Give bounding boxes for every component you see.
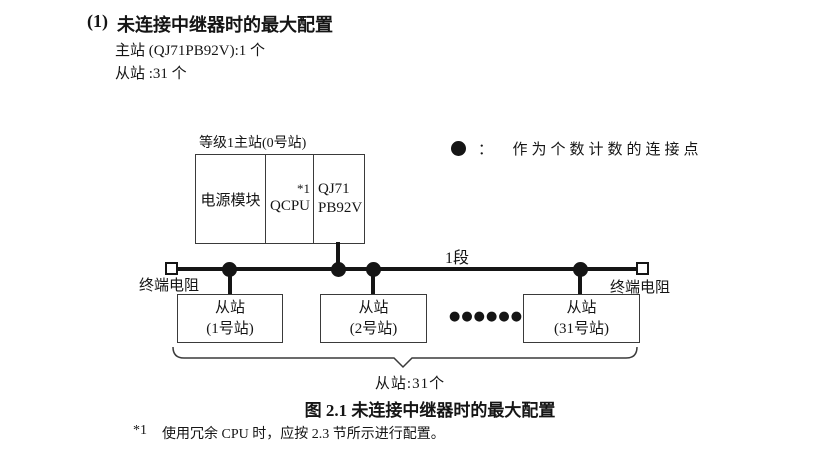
master-station-box: 电源模块 *1 QCPU QJ71 PB92V [195,154,365,244]
master-station-spec: 主站 (QJ71PB92V):1 个 [115,43,266,59]
terminating-resistor-right-label: 终端电阻 [610,280,671,296]
segment-label: 1段 [445,250,470,267]
slave-station-box: 从站 (2号站) [320,294,427,343]
footnote: *1 使用冗余 CPU 时，应按 2.3 节所示进行配置。 [133,423,445,443]
slave-count-label: 从站:31个 [374,376,446,392]
slave-station-spec: 从站 :31 个 [115,66,187,82]
qcpu-label: QCPU [270,198,311,214]
master-station-label: 等级1主站(0号站) [199,136,307,151]
section-heading: (1) 未连接中继器时的最大配置 [87,11,333,37]
slave-station-box: 从站 (1号站) [177,294,283,343]
footnote-ref-marker: *1 [297,181,310,196]
terminating-resistor-left-icon [165,262,178,275]
slave2-connector-line [371,269,375,294]
qj71pb92v-cell: QJ71 PB92V [318,181,363,216]
terminating-resistor-right-icon [636,262,649,275]
brace-shape [172,346,638,369]
legend-text: ： 作为个数计数的连接点 [478,142,703,158]
qcpu-cell: *1 QCPU [266,155,314,243]
footnote-text: 使用冗余 CPU 时，应按 2.3 节所示进行配置。 [162,427,445,442]
slave-station-box: 从站 (31号站) [523,294,640,343]
connection-point-icon [451,141,466,156]
bus-line [176,267,638,271]
master-connector-line [336,242,340,269]
terminating-resistor-left-label: 终端电阻 [139,278,200,294]
legend: ： 作为个数计数的连接点 [451,138,703,159]
ellipsis-dots: ●●●●●● [449,309,524,324]
figure-caption: 图 2.1 未连接中继器时的最大配置 [304,401,556,420]
section-number: (1) [87,11,108,31]
section-title: 未连接中继器时的最大配置 [117,15,333,35]
connection-point-icon [331,262,346,277]
footnote-marker: *1 [133,423,147,438]
slave31-connector-line [578,269,582,294]
slave1-connector-line [228,269,232,294]
power-module-cell: 电源模块 [196,155,266,243]
